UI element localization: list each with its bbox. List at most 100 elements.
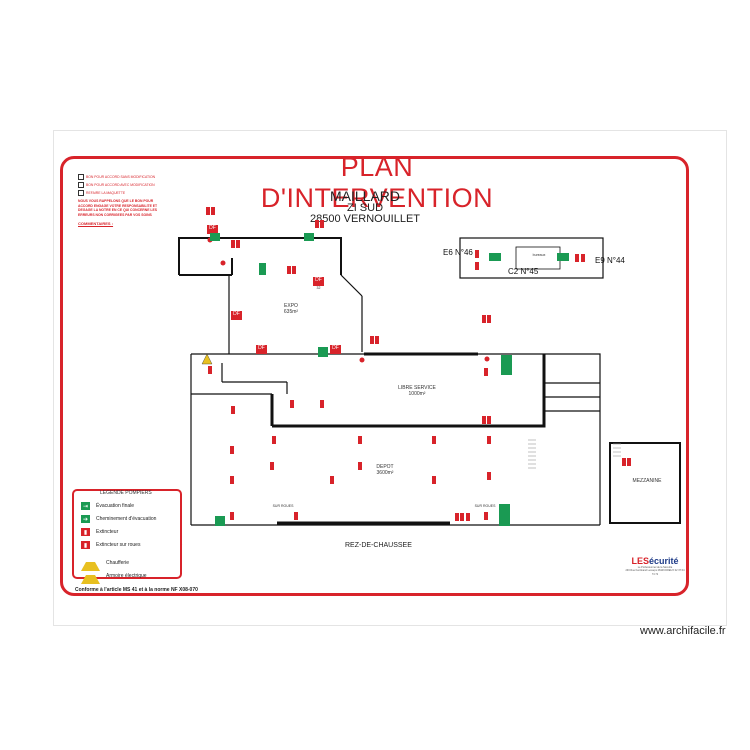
plan-frame	[60, 156, 689, 596]
company-logo: LESécurité Le Professionnel de la Sécuri…	[625, 556, 685, 576]
sur-roues-label: SUR ROUES	[272, 504, 294, 508]
room-expo: EXPO 635m²	[276, 303, 306, 315]
approval-option[interactable]: BON POUR ACCORD AVEC MODIFICATION	[78, 182, 160, 188]
room-libre-service: LIBRE SERVICE 1000m²	[389, 385, 445, 397]
extinguisher-icon	[206, 207, 210, 215]
legend-item-label: Extincteur	[96, 529, 119, 535]
warning-signs	[201, 353, 213, 365]
approval-option[interactable]: BON POUR ACCORD SANS MODIFICATION	[78, 174, 160, 180]
approval-note: NOUS VOUS RAPPELONS QUE LE BON POUR ACCO…	[78, 199, 158, 217]
approval-block: BON POUR ACCORD SANS MODIFICATION BON PO…	[78, 174, 160, 227]
extinguisher-icon	[432, 436, 436, 444]
extinguisher-icon	[455, 513, 459, 521]
arrow-right-icon	[304, 233, 314, 241]
df-block	[207, 225, 218, 234]
extinguisher-icon	[432, 476, 436, 484]
inset-room-label: bureaux	[532, 253, 546, 257]
walls	[178, 237, 681, 526]
watermark-link[interactable]: www.archifacile.fr	[640, 625, 726, 637]
alarm-point-icon	[359, 357, 365, 363]
wall-main	[191, 353, 601, 525]
df-blocks	[207, 225, 341, 354]
room-mezzanine: MEZZANINE	[632, 478, 662, 484]
arrow-right-icon	[489, 253, 501, 261]
extinguisher-icon	[487, 472, 491, 480]
inset-label-c2: C2 N°45	[508, 267, 539, 276]
arrow-right-icon	[210, 233, 220, 241]
df-block	[313, 277, 324, 286]
room-area: 635m²	[283, 308, 299, 315]
approval-option[interactable]: REFAIRE LA MAQUETTE	[78, 190, 160, 196]
comments-label: COMMENTAIRES :	[78, 221, 114, 227]
legend-item: ▮ Extincteur sur roues	[81, 541, 140, 549]
legend-item: ➔ Cheminement d'évacuation	[81, 515, 156, 523]
checkbox[interactable]	[78, 174, 84, 180]
inset-room	[515, 246, 561, 270]
stairs	[528, 439, 621, 469]
approval-option-label: BON POUR ACCORD SANS MODIFICATION	[86, 174, 156, 179]
extinguisher-icon	[484, 512, 488, 520]
extinguisher-icon	[330, 476, 334, 484]
extinguisher-icon	[236, 240, 240, 248]
inset-label-e9: E9 N°44	[595, 256, 625, 265]
brand-address: 293 Rue Ferdinand Lesseps 28109 DREUX 02…	[625, 569, 685, 576]
wall	[340, 274, 363, 297]
df-label: DF	[258, 345, 265, 351]
extinguisher-icon	[231, 406, 235, 414]
extinguisher-icon	[460, 513, 464, 521]
legend-item: Armoire électrique	[81, 567, 147, 584]
df-label: DF	[315, 277, 322, 283]
checkbox[interactable]	[78, 190, 84, 196]
exit-icon	[259, 263, 266, 275]
extinguisher-icon	[370, 336, 374, 344]
room-depot: DEPOT 3600m²	[370, 464, 400, 476]
room-name: LIBRE SERVICE	[398, 385, 436, 391]
extinguisher-markers	[206, 207, 631, 521]
alarm-point-icon	[220, 260, 226, 266]
room-area: 1000m²	[408, 390, 426, 397]
evacuation-signs	[210, 233, 569, 526]
extinguisher-icon	[487, 315, 491, 323]
mezzanine-outline	[609, 442, 681, 524]
inset-building	[459, 237, 604, 279]
alarm-point-icon	[484, 356, 490, 362]
extinguisher-icon	[487, 436, 491, 444]
extinguisher-icon	[292, 266, 296, 274]
plan-title: PLAN D'INTERVENTION	[260, 152, 494, 213]
extinguisher-icon	[294, 512, 298, 520]
extinguisher-icon	[466, 513, 470, 521]
extinguisher-icon	[375, 336, 379, 344]
brand-name: LESécurité	[625, 556, 685, 566]
extinguisher-icon	[231, 240, 235, 248]
legend-title: LEGENDE POMPIERS	[100, 490, 152, 496]
legend-item: ▮ Extincteur	[81, 528, 118, 536]
room-area: 3600m²	[376, 469, 394, 476]
df-block	[330, 345, 341, 354]
boiler-warning-icon	[201, 353, 213, 365]
legend: LEGENDE POMPIERS ⇥ Évacuation finale ➔ C…	[72, 489, 182, 584]
df-block	[231, 311, 242, 320]
inset-label-e6: E6 N°46	[443, 248, 473, 257]
checkbox[interactable]	[78, 182, 84, 188]
extinguisher-icon	[482, 315, 486, 323]
legend-item: ⇥ Évacuation finale	[81, 502, 134, 510]
small-area-label: 32	[316, 286, 321, 290]
arrow-right-icon: ➔	[81, 515, 90, 523]
client-line-1: ZI SUD	[346, 202, 384, 214]
extinguisher-icon	[581, 254, 585, 262]
extinguisher-icon	[270, 462, 274, 470]
extinguisher-icon	[320, 220, 324, 228]
legend-item: Chaufferie	[81, 554, 129, 571]
exit-icon: ⇥	[81, 502, 90, 510]
arrow-down-icon	[215, 516, 225, 526]
boiler-warning-icon	[81, 554, 100, 571]
extinguisher-icon	[211, 207, 215, 215]
extinguisher-icon	[487, 416, 491, 424]
legend-item-label: Évacuation finale	[96, 503, 135, 509]
client-name: MAILLARD	[329, 188, 401, 204]
extinguisher-icon	[627, 458, 631, 466]
arrow-right-icon	[557, 253, 569, 261]
extinguisher-icon	[230, 446, 234, 454]
floor-level-label: REZ-DE-CHAUSSEE	[345, 542, 412, 549]
